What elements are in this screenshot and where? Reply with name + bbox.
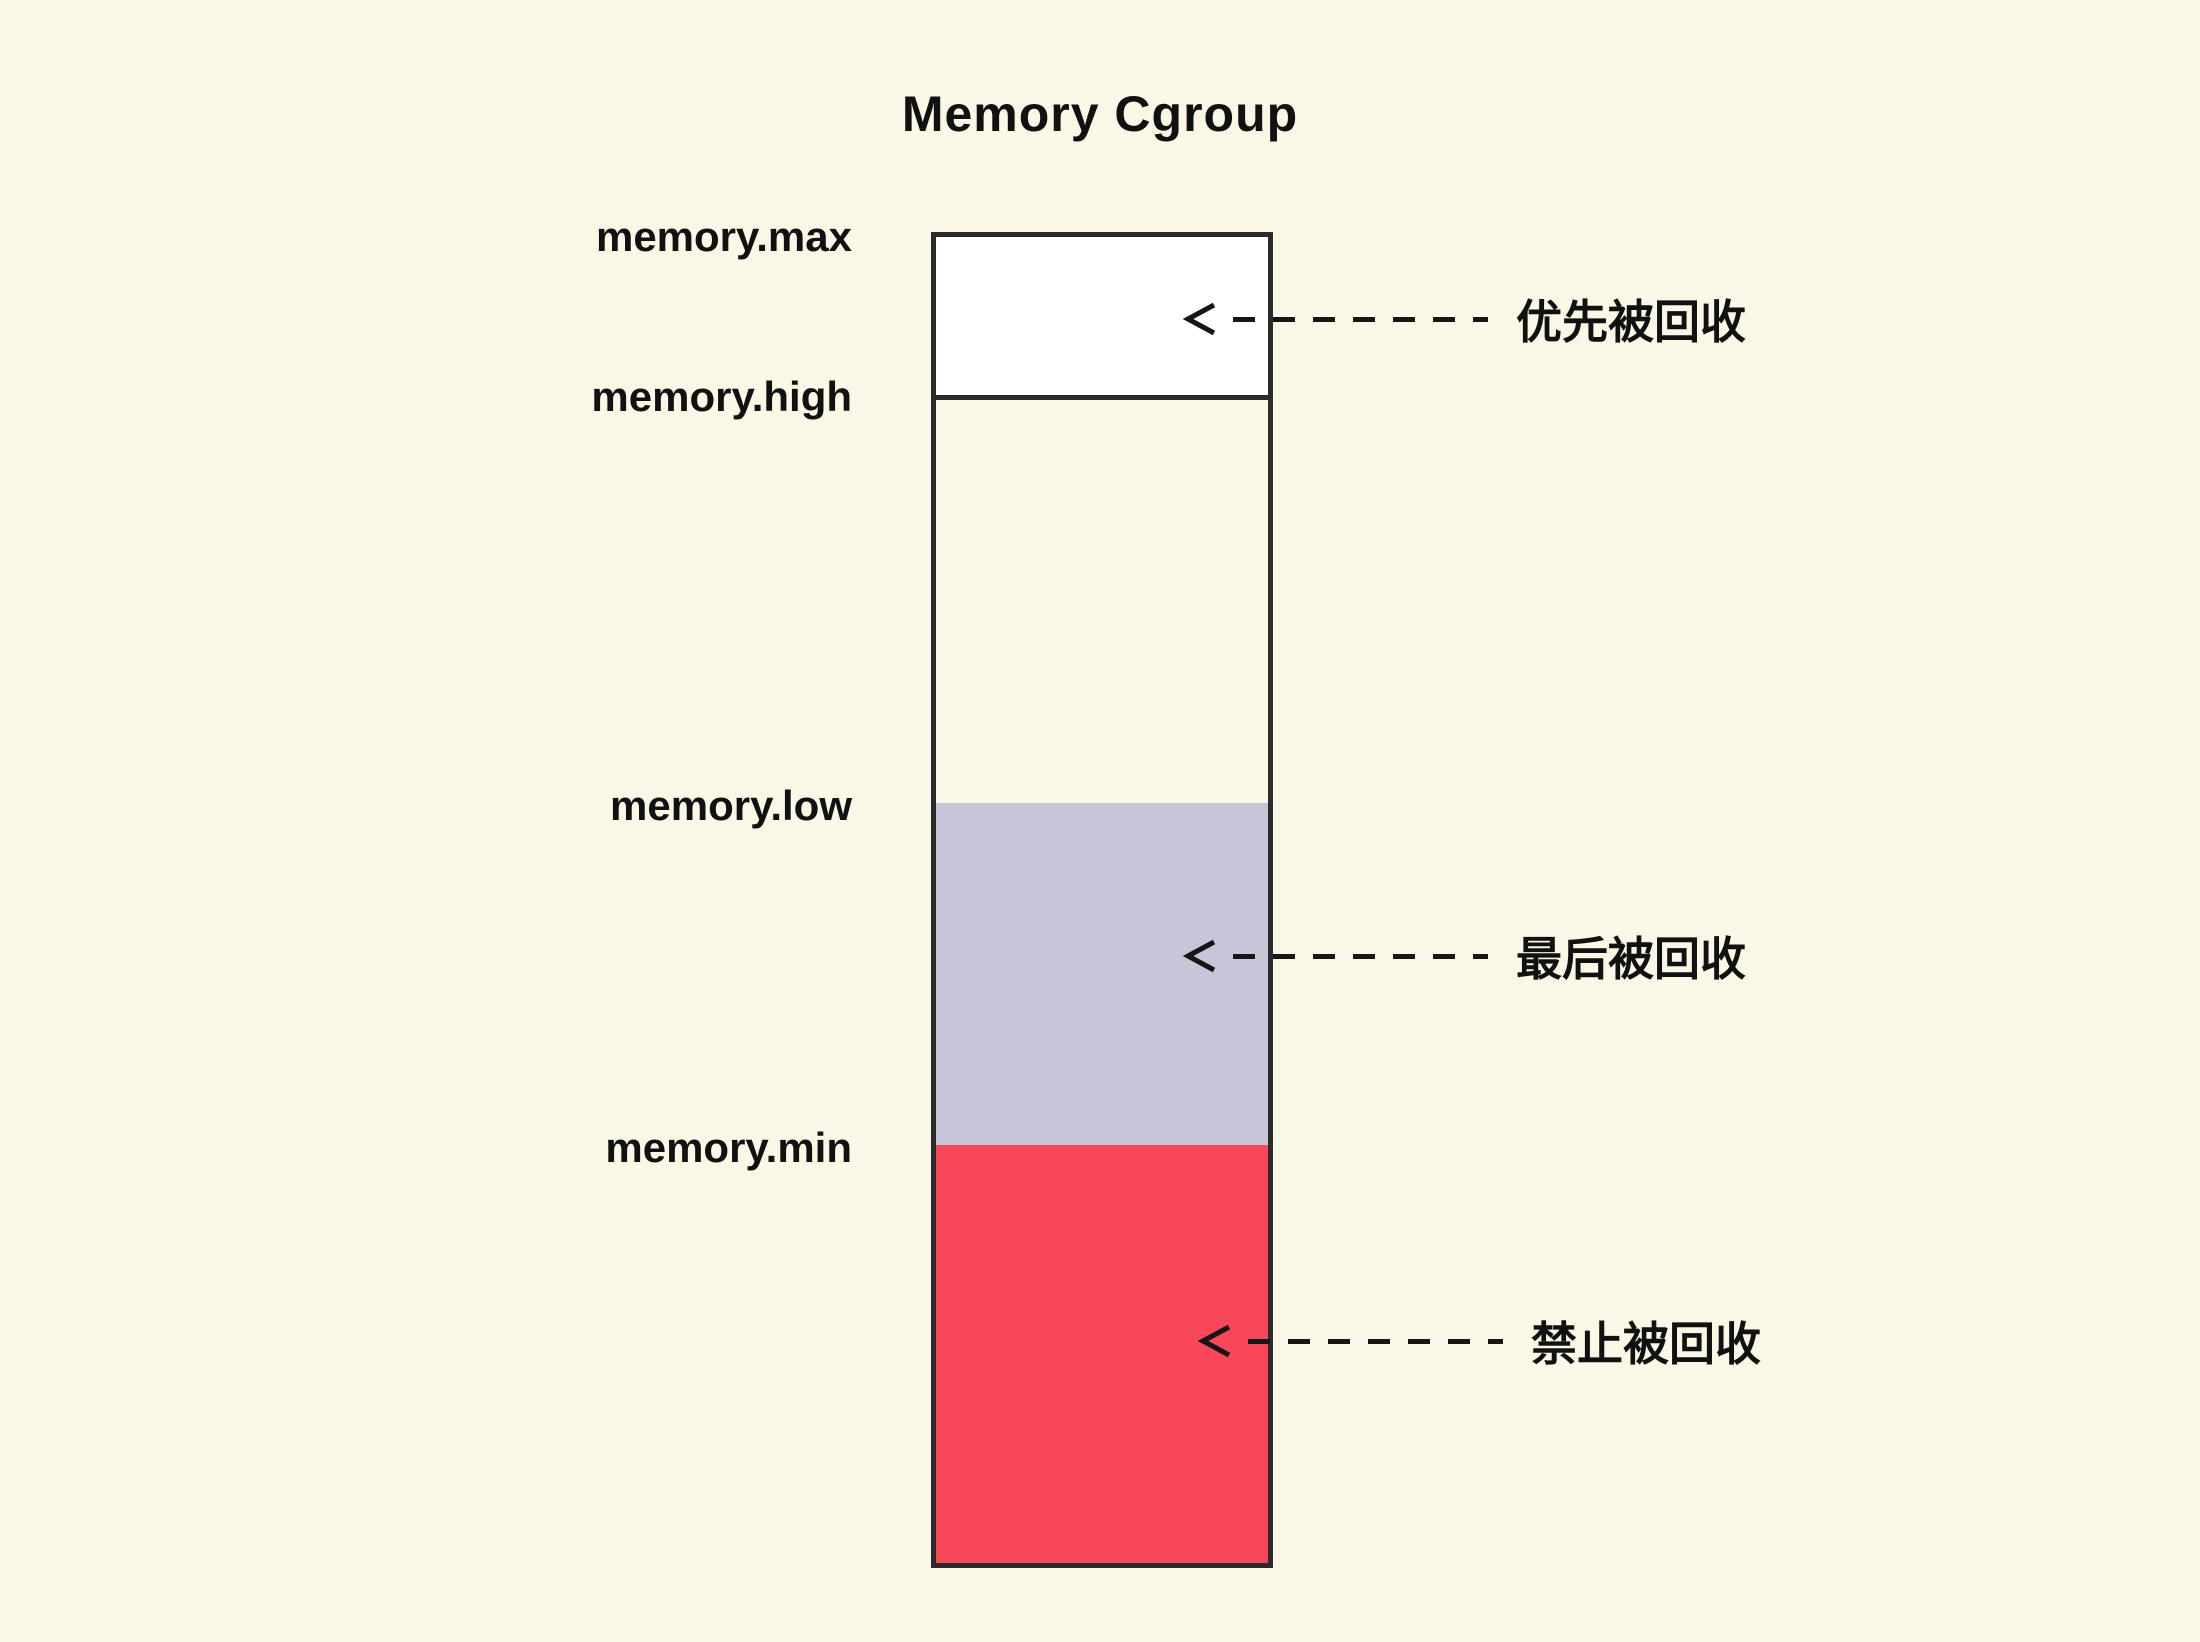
section-below-min: [936, 1145, 1268, 1563]
label-memory-high: memory.high: [591, 373, 852, 420]
annotation-text-reclaim-first: 优先被回收: [1516, 296, 1746, 348]
section-above-high: [936, 237, 1268, 400]
annotation-reclaim-last: 最后被回收: [1177, 923, 1746, 989]
dashed-connector: [1233, 316, 1488, 322]
annotation-reclaim-never: 禁止被回收: [1192, 1308, 1761, 1374]
annotation-text-reclaim-last: 最后被回收: [1516, 933, 1746, 985]
label-memory-low: memory.low: [610, 782, 852, 829]
memory-column: [931, 232, 1273, 1568]
annotation-text-reclaim-never: 禁止被回收: [1531, 1318, 1761, 1370]
section-low-to-min: [936, 803, 1268, 1145]
section-high-to-low: [936, 400, 1268, 803]
diagram-title: Memory Cgroup: [901, 86, 1299, 142]
arrow-left-icon: [1182, 302, 1216, 336]
label-memory-min: memory.min: [605, 1124, 852, 1171]
arrow-left-icon: [1197, 1324, 1231, 1358]
dashed-connector: [1233, 953, 1488, 959]
label-memory-max: memory.max: [595, 213, 852, 260]
dashed-connector: [1248, 1338, 1503, 1344]
arrow-left-icon: [1182, 939, 1216, 973]
annotation-reclaim-first: 优先被回收: [1177, 286, 1746, 352]
